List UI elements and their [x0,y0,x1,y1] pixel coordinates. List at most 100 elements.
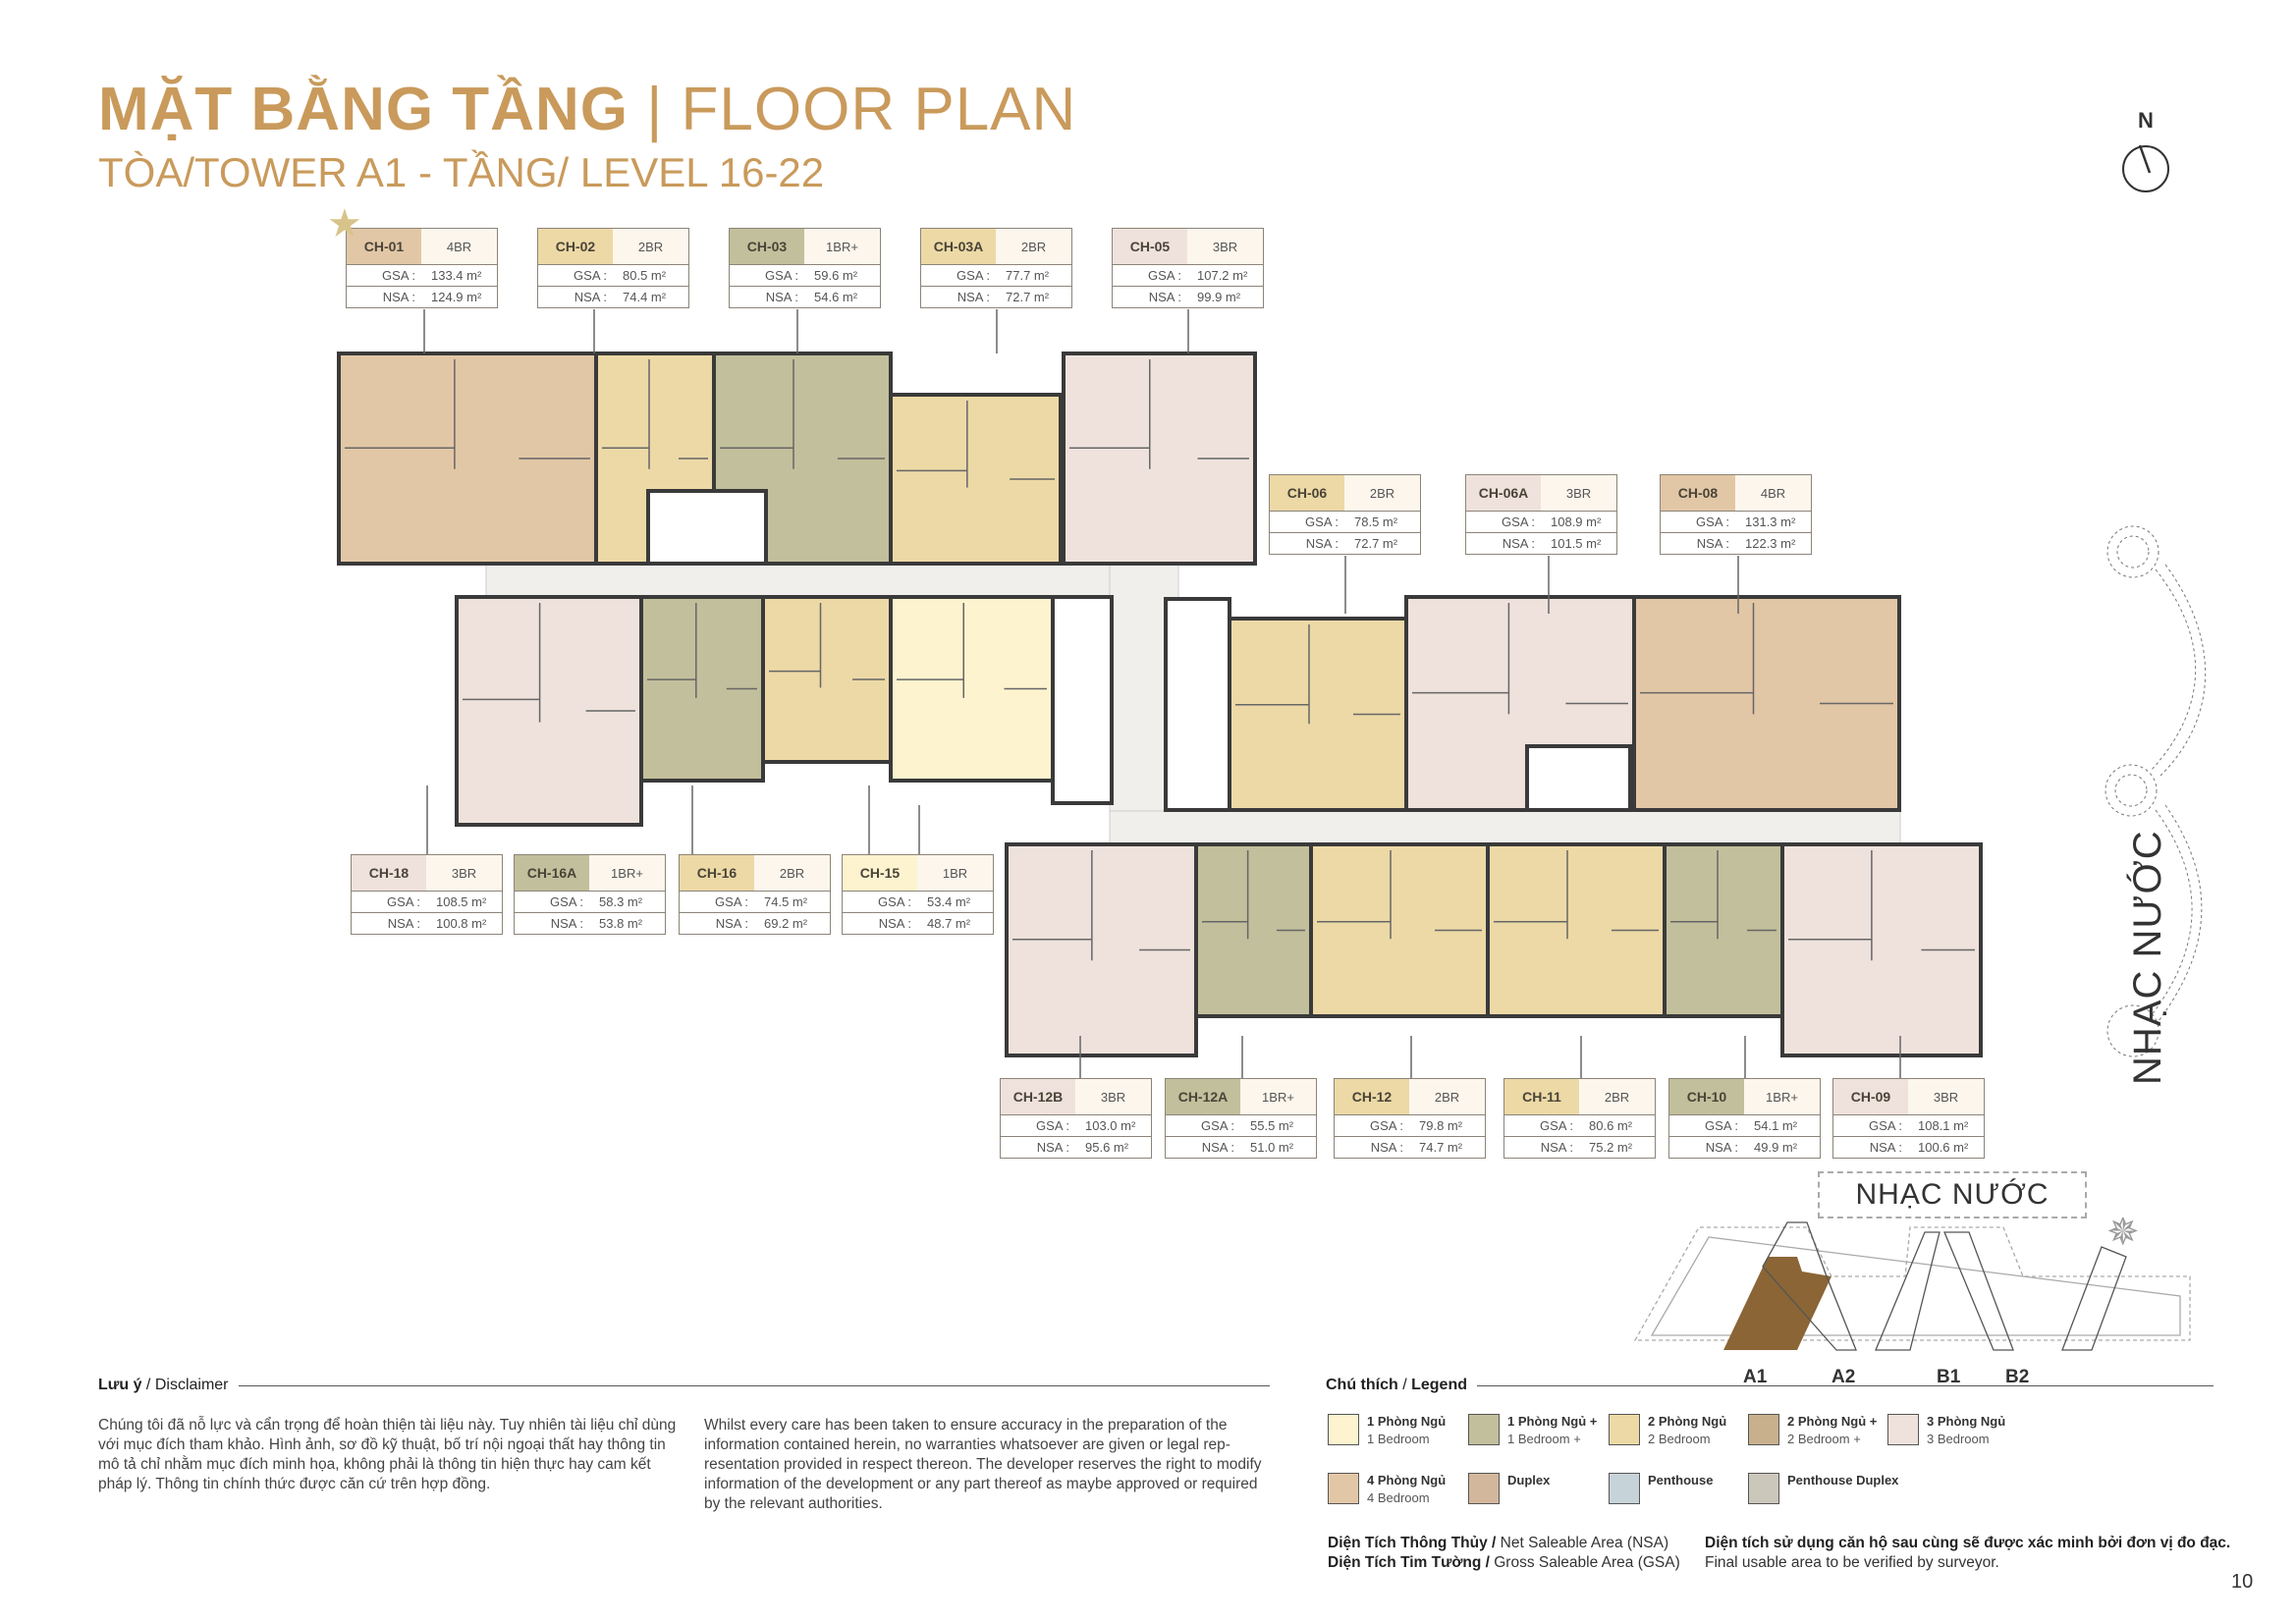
star-icon: ★ [327,202,362,245]
legend-item-1brp: 1 Phòng Ngủ + 1 Bedroom + [1468,1414,1597,1446]
unit-type: 1BR+ [804,229,880,264]
gsa-label: GSA : [550,894,583,909]
nsa-value: 100.6 m² [1918,1140,1969,1155]
legend-label-vn: 2 Phòng Ngủ + [1787,1414,1878,1429]
gsa-value: 108.9 m² [1551,514,1602,529]
unit-id: CH-12B [1001,1079,1075,1114]
legend-item-ph_duplex: Penthouse Duplex [1748,1473,1898,1504]
gsa-label: GSA : [1869,1118,1902,1133]
page-number: 10 [2231,1571,2254,1593]
legend-swatch [1328,1473,1359,1504]
nsa-value: 99.9 m² [1197,290,1241,304]
service-core [1164,597,1231,812]
nsa-value: 122.3 m² [1745,536,1796,551]
gsa-value: 108.1 m² [1918,1118,1969,1133]
legend-label-vn: Penthouse Duplex [1787,1473,1899,1488]
unit-type: 2BR [1409,1079,1485,1114]
gsa-label: GSA : [574,268,607,283]
unit-type: 3BR [1908,1079,1984,1114]
unit-type: 1BR+ [1240,1079,1316,1114]
water-feature-decoration [2105,525,2207,1057]
nsa-label: NSA : [1696,536,1729,551]
legend-item-penthouse: Penthouse [1609,1473,1713,1504]
tower-label-a2: A2 [1831,1367,1855,1387]
tower-b2 [1943,1231,2014,1351]
gsa-value: 59.6 m² [814,268,858,283]
tower-label-a1: A1 [1743,1367,1768,1387]
stair-core [646,489,768,566]
tower-label-b2: B2 [2005,1367,2029,1387]
tower-a1 [1723,1257,1831,1350]
legend-swatch [1887,1414,1919,1445]
gsa-label: GSA : [1305,514,1339,529]
compass-rose-icon: ✵ [2106,1217,2140,1254]
legend-heading-en: Legend [1411,1377,1467,1393]
landmark-label-vertical: NHẠC NƯỚC [2126,830,2169,1085]
unit-type: 2BR [1579,1079,1655,1114]
legend-swatch [1328,1414,1359,1445]
nsa-label: NSA : [1370,1140,1403,1155]
tower-other [2061,1246,2127,1351]
gsa-label: GSA : [382,268,415,283]
nsa-value: 72.7 m² [1354,536,1398,551]
nsa-label: NSA : [1869,1140,1902,1155]
elevator-core [1051,595,1114,805]
unit-id: CH-09 [1833,1079,1908,1114]
unit-id: CH-12 [1335,1079,1409,1114]
nsa-value: 74.4 m² [623,290,667,304]
gsa-label: GSA : [1201,1118,1234,1133]
unit-id: CH-01 [347,229,421,264]
legend-label-en: 1 Bedroom + [1507,1432,1581,1446]
gsa-value: 79.8 m² [1419,1118,1463,1133]
nsa-value: 72.7 m² [1006,290,1050,304]
gsa-value: 74.5 m² [764,894,808,909]
legend-label-vn: Duplex [1507,1473,1551,1488]
unit-id: CH-15 [843,855,917,891]
unit-type: 1BR+ [1744,1079,1820,1114]
gsa-value: 107.2 m² [1197,268,1248,283]
legend-label-vn: 3 Phòng Ngủ [1927,1414,2006,1429]
unit-type: 4BR [421,229,497,264]
unit-id: CH-16A [515,855,589,891]
site-boundary [1633,1226,2191,1341]
nsa-label-vn: Diện Tích Thông Thủy / [1328,1535,1497,1551]
compass-icon: N [2116,108,2175,196]
legend-swatch [1609,1473,1640,1504]
unit-id: CH-05 [1113,229,1187,264]
nsa-label: NSA : [1148,290,1181,304]
gsa-value: 133.4 m² [431,268,482,283]
gsa-label: GSA : [1705,1118,1738,1133]
corridor [1109,810,1901,847]
gsa-label: GSA : [1696,514,1729,529]
legend-label-vn: 1 Phòng Ngủ + [1507,1414,1598,1429]
gsa-label: GSA : [957,268,990,283]
gsa-value: 103.0 m² [1085,1118,1136,1133]
legend-label-vn: 1 Phòng Ngủ [1367,1414,1447,1429]
legend-swatch [1468,1473,1500,1504]
gsa-label: GSA : [1370,1118,1403,1133]
nsa-value: 74.7 m² [1419,1140,1463,1155]
legend-label-en: 3 Bedroom [1927,1432,1990,1446]
unit-id: CH-18 [352,855,426,891]
gsa-label: GSA : [387,894,420,909]
unit-type: 3BR [1541,475,1616,511]
nsa-label: NSA : [1540,1140,1573,1155]
landmark-label-box: NHẠC NƯỚC [1818,1171,2087,1218]
stair-core [1525,744,1632,812]
nsa-label: NSA : [574,290,607,304]
nsa-label: NSA : [1305,536,1339,551]
corridor [485,563,1165,598]
legend-label-vn: 4 Phòng Ngủ [1367,1473,1447,1488]
unit-type: 2BR [1344,475,1420,511]
gsa-value: 77.7 m² [1006,268,1050,283]
